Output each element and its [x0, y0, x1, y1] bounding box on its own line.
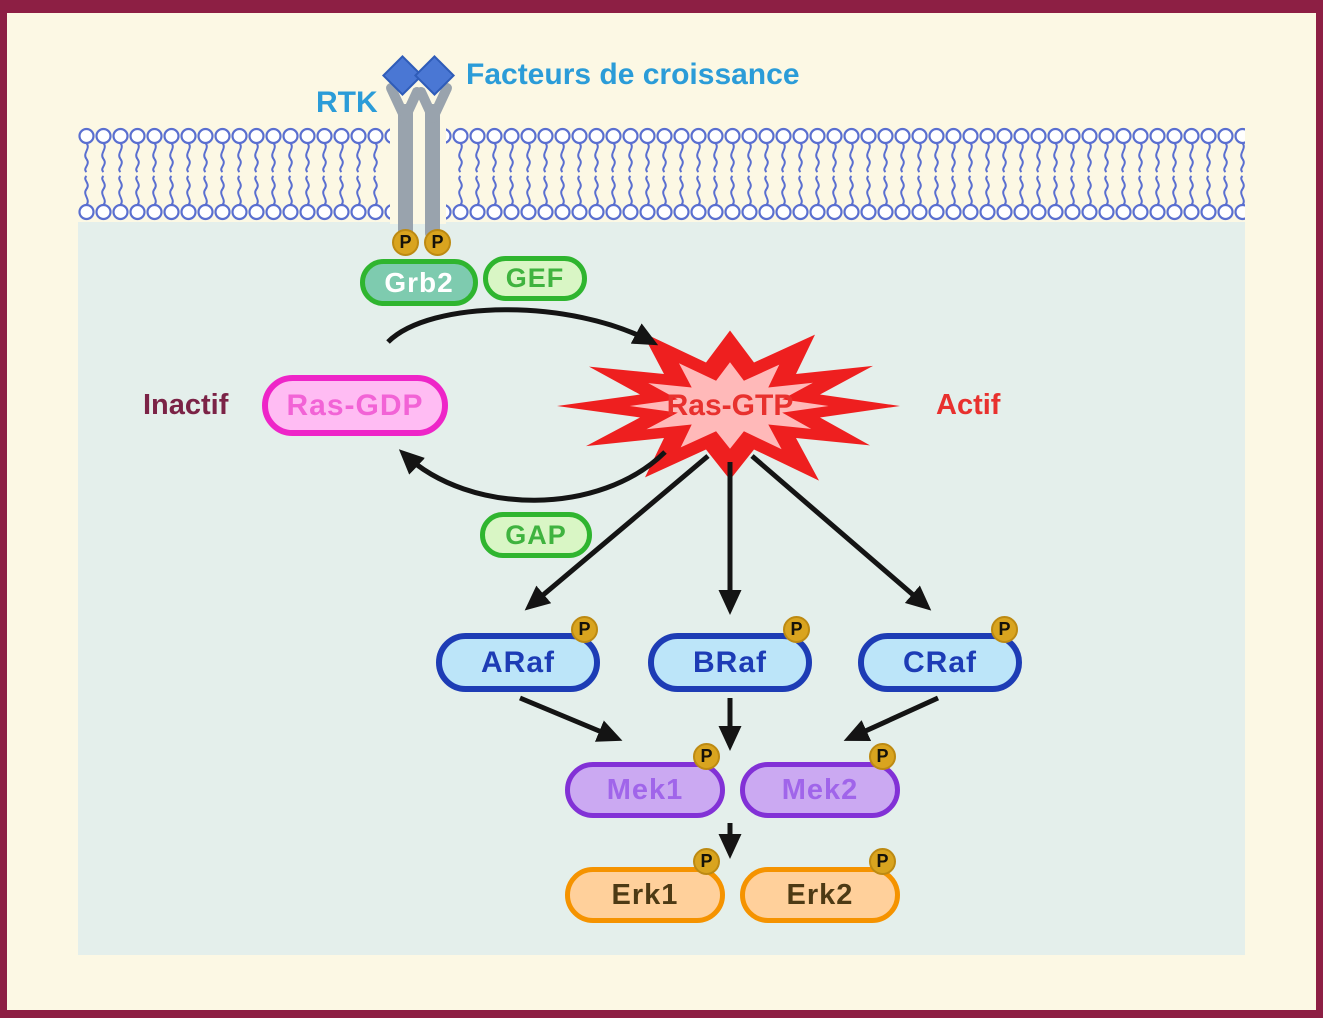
phosphate-badge-erk1: P — [693, 848, 720, 875]
ras-gtp-starburst — [557, 330, 900, 481]
rtk-receptor — [381, 54, 456, 240]
phosphate-badge-erk2: P — [869, 848, 896, 875]
growth-factor-ligand-icon — [381, 54, 424, 97]
phosphate-badge-braf: P — [783, 616, 810, 643]
membrane — [78, 126, 1245, 222]
phosphate-badge-receptor-right: P — [424, 229, 451, 256]
node-mek1: Mek1 — [565, 762, 725, 818]
inactive-state-label: Inactif — [143, 389, 229, 421]
phosphate-badge-araf: P — [571, 616, 598, 643]
phosphate-badge-mek2: P — [869, 743, 896, 770]
arrow-gap-inactivation — [398, 449, 667, 503]
node-araf: ARaf — [436, 633, 600, 692]
frame-border-top — [0, 0, 1323, 13]
node-braf: BRaf — [648, 633, 812, 692]
node-erk1: Erk1 — [565, 867, 725, 923]
node-craf: CRaf — [858, 633, 1022, 692]
arrow-craf-to-mek2 — [843, 695, 940, 742]
node-ras-gtp-label: Ras-GTP — [666, 389, 794, 422]
node-erk2: Erk2 — [740, 867, 900, 923]
arrow-ras-to-araf — [524, 454, 710, 611]
node-ras-gdp: Ras-GDP — [262, 375, 448, 436]
growth-factors-label: Facteurs de croissance — [466, 58, 800, 91]
node-gap: GAP — [480, 512, 592, 558]
frame-border-left — [0, 0, 7, 1018]
phosphate-badge-mek1: P — [693, 743, 720, 770]
node-grb2: Grb2 — [360, 259, 478, 306]
arrow-araf-to-mek1 — [519, 695, 623, 742]
frame-border-right — [1316, 0, 1323, 1018]
arrow-gef-activation — [386, 307, 659, 346]
rtk-label: RTK — [316, 86, 378, 119]
growth-factor-ligand-icon — [413, 54, 456, 97]
active-state-label: Actif — [936, 389, 1001, 421]
node-mek2: Mek2 — [740, 762, 900, 818]
node-gef: GEF — [483, 256, 587, 301]
phosphate-badge-craf: P — [991, 616, 1018, 643]
arrow-ras-to-craf — [750, 454, 932, 611]
frame-border-bottom — [0, 1010, 1323, 1018]
phosphate-badge-receptor-left: P — [392, 229, 419, 256]
